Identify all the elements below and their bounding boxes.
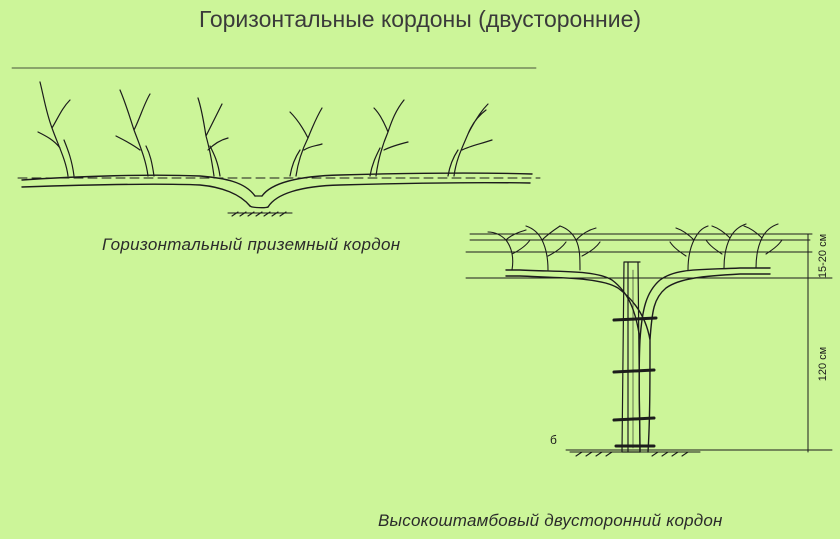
cordon-arm-left [21,174,256,207]
shoot-left-3 [559,225,601,271]
high-cordon-caption: Высокоштамбовый двусторонний кордон [378,511,723,530]
shoot-right-3 [743,223,783,269]
ground-line [227,211,293,217]
spur-1 [37,81,75,177]
shoot-left-1 [487,229,531,271]
shoot-right-2 [705,223,747,269]
shoot-left-2 [525,225,567,271]
high-cordon-diagram [465,223,833,457]
trunk-base [249,195,269,209]
spur-6 [447,103,493,177]
spur-3 [197,97,229,177]
trunk [505,267,771,453]
trunk-ties [612,316,658,448]
spur-2 [115,89,155,177]
shoot-right-1 [669,225,709,271]
high-ground-line [569,451,701,457]
dimension-ticks [803,233,813,451]
support-post [621,261,641,453]
dimension-label-top: 15-20 см [817,234,829,278]
spur-4 [289,107,323,177]
cordon-arm-right [261,172,533,208]
ground-cordon-caption: Горизонтальный приземный кордон [102,235,401,254]
dimension-label-trunk: 120 см [817,347,829,381]
ground-cordon-diagram [11,67,541,217]
figure-label: б [550,433,557,447]
page-title: Горизонтальные кордоны (двусторонние) [198,6,642,32]
spur-5 [369,99,409,177]
